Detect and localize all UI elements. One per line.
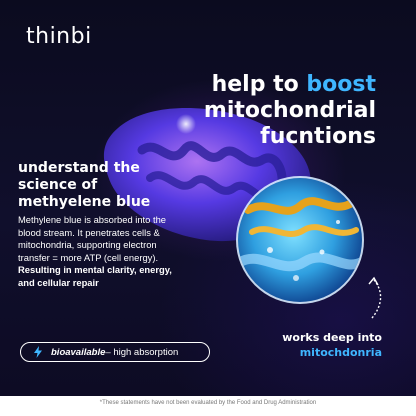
headline-accent: boost xyxy=(306,72,376,97)
badge-emphasis: bioavailable xyxy=(51,346,106,358)
zoom-lens xyxy=(236,176,364,304)
body-bold-text: Resulting in mental clarity, energy, and… xyxy=(18,264,172,288)
headline-line-3: fucntions xyxy=(260,124,376,149)
lightning-icon xyxy=(34,346,42,358)
section-title: understand the science of methyelene blu… xyxy=(18,160,151,210)
brand-logo: thinbi xyxy=(26,24,92,49)
headline: help to boost mitochondrial fucntions xyxy=(204,72,376,150)
fda-disclaimer: *These statements have not been evaluate… xyxy=(99,400,317,406)
headline-line-2: mitochondrial xyxy=(203,98,376,123)
curved-arrow-icon xyxy=(368,276,382,319)
hero-panel: thinbi help to boost mitochondrial fucnt… xyxy=(0,0,416,396)
headline-line-1: help to boost xyxy=(211,72,376,97)
mitochondria-illustration xyxy=(103,108,382,319)
body-text: Methylene blue is absorbed into the bloo… xyxy=(18,214,167,263)
callout-accent: mitochdonria xyxy=(299,346,382,359)
section-body: Methylene blue is absorbed into the bloo… xyxy=(18,214,188,290)
badge-text: – high absorption xyxy=(105,346,179,358)
callout: works deep into mitochdonria xyxy=(282,331,382,359)
bioavailable-badge: bioavailable – high absorption xyxy=(20,342,210,362)
